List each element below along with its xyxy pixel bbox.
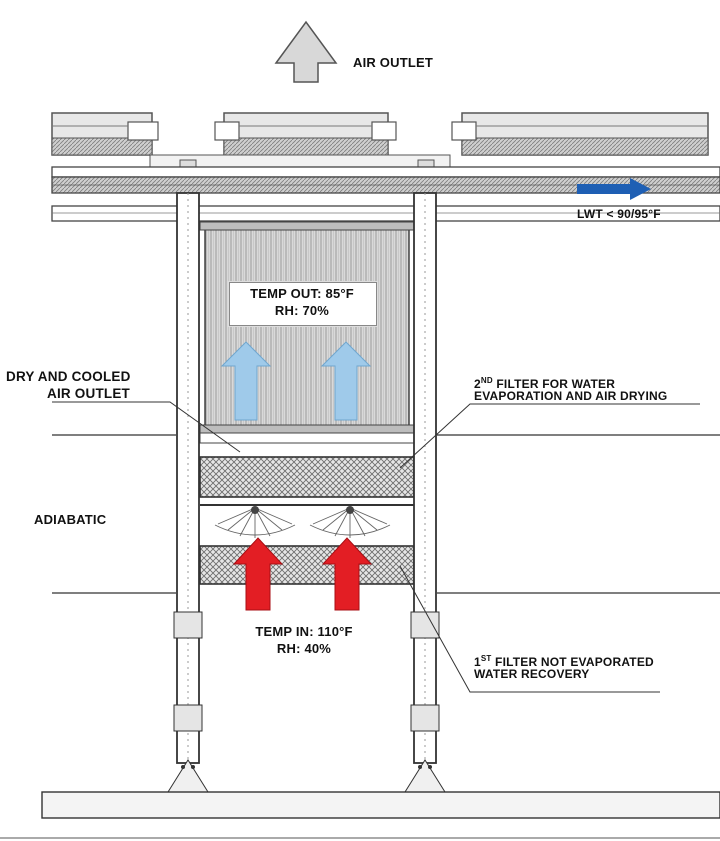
temp-in-line2: RH: 40% — [276, 641, 332, 656]
top-housing — [51, 166, 720, 222]
fan-shroud-center — [214, 112, 397, 156]
dry-cooled-line1: DRY AND COOLED — [6, 369, 131, 384]
second-filter — [199, 432, 415, 498]
temp-in-line1: TEMP IN: 110°F — [255, 624, 353, 639]
spray-nozzles — [200, 504, 414, 538]
temp-out-box — [229, 282, 377, 326]
fan-shroud-right — [451, 112, 709, 156]
heat-exchanger-coil — [199, 221, 415, 434]
ground-base — [41, 791, 720, 819]
cool-air-up-arrow-icon — [220, 341, 372, 421]
second-filter-line1: 2ND FILTER FOR WATER — [474, 376, 616, 391]
lwt-label: LWT < 90/95°F — [577, 207, 661, 221]
second-filter-line2: EVAPORATION AND AIR DRYING — [474, 389, 668, 403]
section-lines — [52, 434, 720, 594]
temp-out-line1: TEMP OUT: 85°F — [250, 286, 354, 301]
leader-lines — [52, 401, 700, 693]
outlet-up-arrow-icon — [274, 20, 338, 83]
fan-shroud-left — [51, 112, 159, 156]
adiabatic-label: ADIABATIC — [34, 512, 107, 527]
hot-air-up-arrow-icon — [232, 537, 373, 611]
dry-cooled-line2: AIR OUTLET — [47, 386, 130, 401]
left-column — [167, 192, 209, 793]
first-filter-line1: 1ST FILTER NOT EVAPORATED — [474, 654, 654, 669]
temp-out-line2: RH: 70% — [274, 303, 330, 318]
first-filter-line2: WATER RECOVERY — [474, 667, 590, 681]
air-outlet-label: AIR OUTLET — [353, 55, 433, 70]
first-filter — [199, 545, 415, 585]
lwt-right-arrow-icon — [577, 178, 651, 200]
